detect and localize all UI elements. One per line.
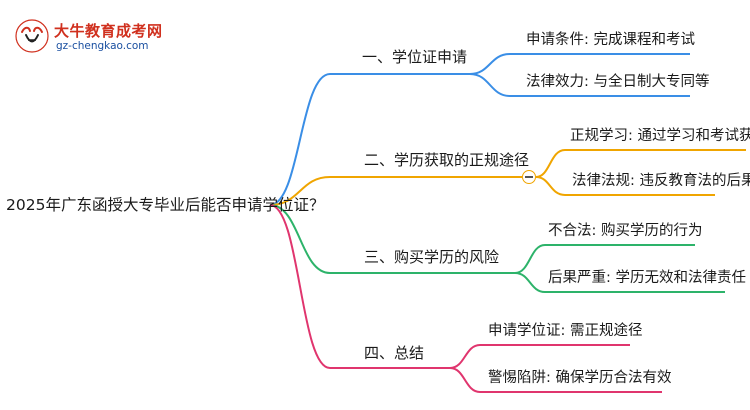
link-root-branch-2 — [269, 176, 522, 206]
link-branch-1-leaf-1 — [469, 53, 690, 75]
logo-url: gz-chengkao.com — [56, 40, 149, 52]
branch-4-leaf-1: 申请学位证: 需正规途径 — [488, 323, 643, 339]
link-branch-2-leaf-2 — [535, 176, 715, 196]
branch-4-label: 四、总结 — [364, 344, 425, 362]
branch-1-label: 一、学位证申请 — [362, 48, 468, 66]
link-branch-2-leaf-1 — [535, 149, 746, 178]
branch-3-leaf-1: 不合法: 购买学历的行为 — [548, 223, 703, 239]
branch-4-leaf-2: 警惕陷阱: 确保学历合法有效 — [488, 370, 672, 386]
link-root-branch-1 — [269, 73, 470, 206]
link-root-branch-4 — [269, 204, 450, 369]
logo-title: 大牛教育成考网 — [54, 22, 163, 40]
link-branch-4-leaf-2 — [449, 367, 662, 393]
bull-logo-icon — [14, 18, 50, 54]
branch-2-leaf-1: 正规学习: 通过学习和考试获得 — [570, 128, 750, 144]
branch-1-leaf-1: 申请条件: 完成课程和考试 — [526, 32, 695, 48]
branch-1-leaf-2: 法律效力: 与全日制大专同等 — [526, 74, 710, 90]
branch-2-leaf-2: 法律法规: 违反教育法的后果 — [572, 173, 750, 189]
root-topic: 2025年广东函授大专毕业后能否申请学位证？ — [6, 196, 325, 214]
collapse-toggle-icon[interactable] — [522, 170, 536, 184]
link-branch-1-leaf-2 — [469, 73, 690, 97]
branch-2-label: 二、学历获取的正规途径 — [364, 151, 530, 169]
link-root-branch-3 — [269, 204, 515, 274]
link-branch-3-leaf-2 — [514, 272, 725, 293]
branch-3-label: 三、购买学历的风险 — [364, 248, 500, 266]
link-branch-4-leaf-1 — [449, 344, 630, 369]
site-logo[interactable]: 大牛教育成考网 gz-chengkao.com — [10, 10, 180, 60]
link-branch-3-leaf-1 — [514, 244, 695, 274]
branch-3-leaf-2: 后果严重: 学历无效和法律责任 — [548, 270, 746, 286]
